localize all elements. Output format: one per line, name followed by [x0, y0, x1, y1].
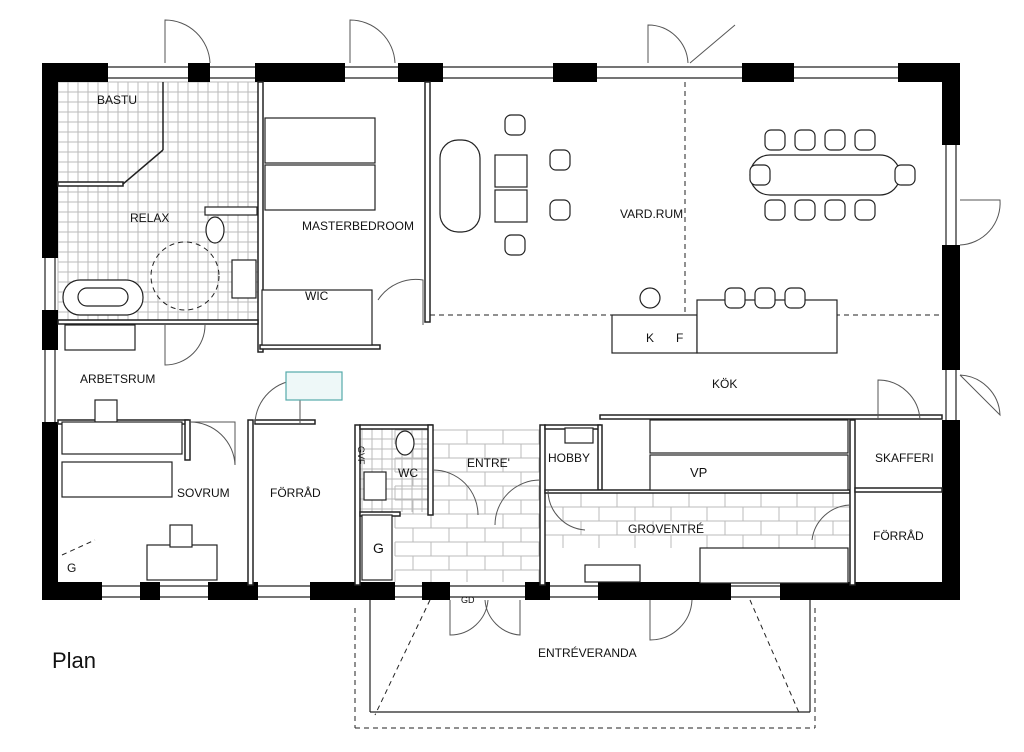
chair [754, 287, 776, 309]
dashed-lines [61, 82, 942, 729]
exterior-walls [42, 63, 960, 600]
label-forrad-east: FÖRRÅD [873, 528, 924, 543]
chair [824, 199, 846, 221]
label-vp: VP [690, 465, 707, 480]
chair [824, 129, 846, 151]
label-k: K [646, 331, 654, 345]
chair [504, 114, 526, 136]
label-wc: WC [398, 466, 418, 480]
furniture [61, 117, 901, 584]
chair [854, 129, 876, 151]
chair [784, 287, 806, 309]
label-masterbedroom: MASTERBEDROOM [302, 219, 414, 233]
chair [764, 129, 786, 151]
label-gvf: GVF [356, 446, 366, 465]
label-g-hall: G [373, 540, 384, 556]
label-hobby: HOBBY [548, 451, 590, 465]
label-entreveranda: ENTRÉVERANDA [538, 645, 637, 660]
chair [794, 129, 816, 151]
label-forrad-west: FÖRRÅD [270, 485, 321, 500]
label-skafferi: SKAFFERI [875, 451, 934, 465]
label-entre: ENTRE' [467, 456, 510, 470]
chair [794, 199, 816, 221]
chair [894, 164, 916, 186]
chair [549, 149, 571, 171]
chair [749, 164, 771, 186]
chair [549, 199, 571, 221]
tile-grid-relax [57, 81, 428, 512]
chair [504, 234, 526, 256]
label-arbetsrum: ARBETSRUM [80, 372, 155, 386]
dining-chairs [504, 114, 916, 309]
label-vardrum: VARD.RUM [620, 207, 683, 221]
label-bastu: BASTU [97, 93, 137, 107]
chair [724, 287, 746, 309]
label-kok: KÖK [712, 377, 737, 391]
plan-title: Plan [52, 648, 96, 673]
label-f: F [676, 331, 683, 345]
chair [854, 199, 876, 221]
label-relax: RELAX [130, 211, 169, 225]
label-gd: GD [461, 595, 475, 605]
label-g-sovrum: G [67, 561, 76, 575]
veranda-outline [369, 600, 811, 713]
label-wic: WIC [305, 289, 329, 303]
label-sovrum: SOVRUM [177, 486, 230, 500]
door-swings [164, 19, 1001, 641]
chair [764, 199, 786, 221]
label-groventre: GROVENTRÉ [628, 521, 704, 536]
